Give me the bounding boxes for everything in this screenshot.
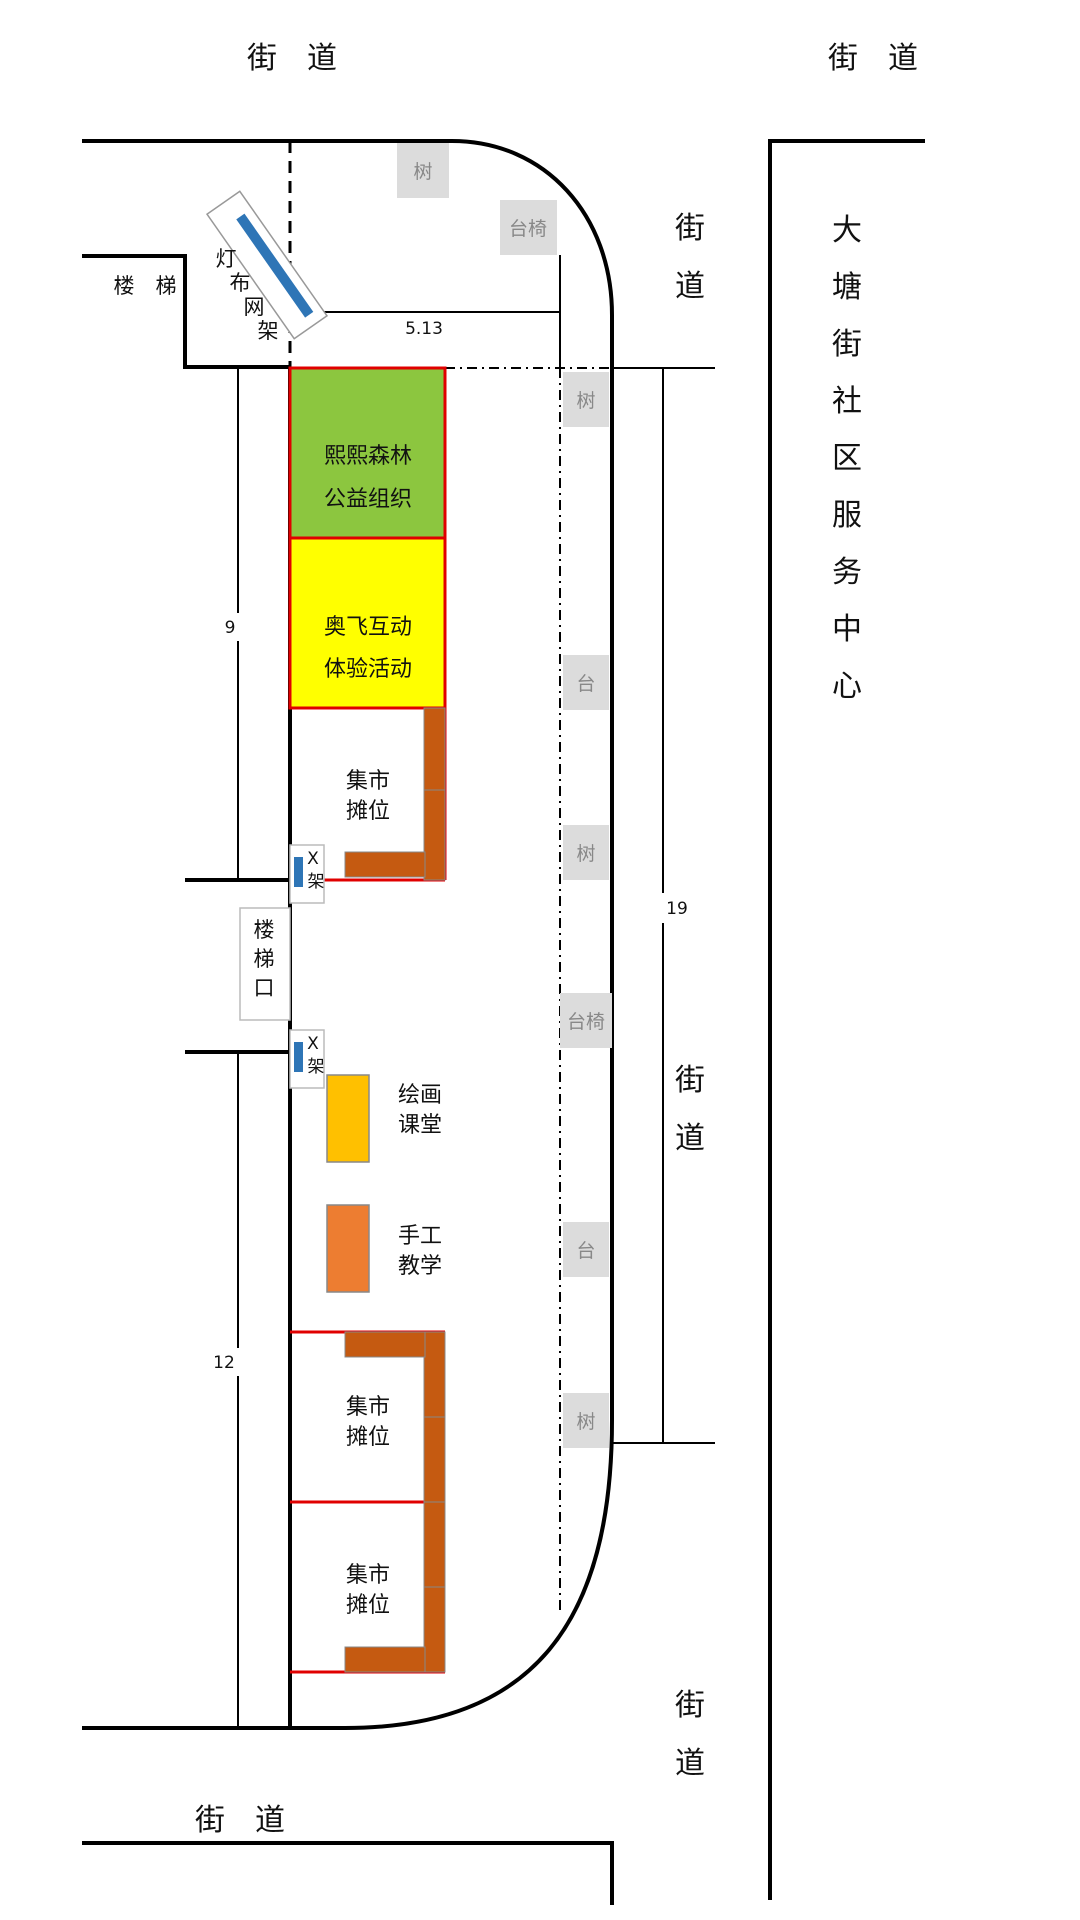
service-center-outline [768,139,925,1900]
svg-text:塘: 塘 [832,270,862,305]
svg-text:台椅: 台椅 [567,1011,605,1033]
stair-entrance: 楼 梯 口 [239,907,291,1021]
fixture-table-2: 台 [563,1222,609,1277]
fixture-tree-top: 树 [397,143,449,198]
svg-text:摊位: 摊位 [346,799,390,824]
fixture-tree-2: 树 [563,825,609,880]
dim-right-length: 19 [666,899,688,919]
banner-frame-bar [236,213,314,318]
svg-text:服: 服 [832,498,862,533]
svg-text:台: 台 [576,1240,595,1262]
market-1-counter-vertical [423,707,446,881]
svg-text:街: 街 [675,1688,705,1723]
svg-text:道: 道 [675,269,705,304]
svg-text:摊位: 摊位 [346,1593,390,1618]
x-frame-upper: X 架 [289,844,325,904]
market-1-counter-horizontal [344,851,426,878]
svg-text:灯: 灯 [216,247,237,271]
svg-text:集市: 集市 [346,1395,390,1420]
svg-text:口: 口 [254,976,275,1000]
zone-xixi-forest: 熙熙森林 公益组织 [288,366,447,540]
svg-text:区: 区 [832,441,862,476]
zone-handcraft-teaching: 手工 教学 [326,1204,442,1293]
svg-text:X: X [307,1034,319,1054]
svg-text:布: 布 [230,271,251,295]
street-label-right-lower: 街 道 [675,1688,705,1781]
fixture-bench-mid: 台椅 [560,993,612,1048]
x-frame-lower: X 架 [289,1029,325,1089]
svg-text:中: 中 [832,612,862,647]
svg-text:楼: 楼 [254,918,275,942]
svg-text:台椅: 台椅 [509,218,547,240]
svg-text:道: 道 [675,1121,705,1156]
svg-text:架: 架 [308,1057,325,1077]
svg-text:教学: 教学 [398,1254,442,1279]
svg-text:集市: 集市 [346,1563,390,1588]
stairs-label: 楼 梯 [114,274,177,298]
dim-top-width: 5.13 [405,319,443,339]
street-label-top-left: 街 道 [247,41,337,76]
svg-text:社: 社 [832,384,862,419]
fixture-table-1: 台 [563,655,609,710]
svg-text:树: 树 [576,1411,595,1433]
fixture-bench-top: 台椅 [500,200,557,255]
market-3-counter-horizontal [344,1646,426,1673]
svg-text:奥飞互动: 奥飞互动 [324,615,412,640]
dim-upper-length: 9 [225,618,236,638]
svg-text:体验活动: 体验活动 [324,657,412,682]
fixture-tree-3: 树 [563,1393,609,1448]
svg-text:手工: 手工 [398,1224,442,1249]
fixture-tree-1: 树 [563,372,609,427]
svg-text:绘画: 绘画 [398,1083,442,1108]
street-label-right-middle: 街 道 [675,1063,705,1156]
svg-text:架: 架 [308,872,325,892]
svg-text:架: 架 [258,319,279,343]
svg-text:摊位: 摊位 [346,1425,390,1450]
svg-text:树: 树 [576,390,595,412]
svg-text:公益组织: 公益组织 [324,487,412,512]
zone-market-2: 集市 摊位 [290,1330,446,1504]
zone-market-1: 集市 摊位 [290,707,447,882]
svg-text:务: 务 [832,555,862,590]
street-label-top-right: 街 道 [828,41,918,76]
svg-text:熙熙森林: 熙熙森林 [324,444,412,469]
svg-text:台: 台 [576,673,595,695]
svg-text:X: X [307,849,319,869]
svg-text:树: 树 [413,161,432,183]
svg-text:梯: 梯 [254,947,275,971]
street-label-bottom: 街 道 [195,1803,285,1838]
svg-text:道: 道 [675,1746,705,1781]
svg-text:集市: 集市 [346,769,390,794]
svg-text:课堂: 课堂 [398,1113,442,1138]
street-label-right-upper: 街 道 [675,211,705,304]
banner-frame: 灯 布 网 架 [205,190,329,343]
market-2-counter-horizontal [344,1331,426,1358]
zone-market-3: 集市 摊位 [290,1501,446,1674]
dim-lower-length: 12 [213,1353,235,1373]
zone-alpha-interactive: 奥飞互动 体验活动 [288,536,447,710]
svg-text:树: 树 [576,843,595,865]
zone-drawing-class: 绘画 课堂 [326,1074,442,1163]
svg-text:街: 街 [675,1063,705,1098]
svg-text:街: 街 [675,211,705,246]
svg-text:大: 大 [832,213,862,248]
svg-text:街: 街 [832,327,862,362]
service-center-label: 大 塘 街 社 区 服 务 中 心 [832,213,862,704]
svg-text:网: 网 [244,295,265,319]
svg-text:心: 心 [832,669,862,704]
